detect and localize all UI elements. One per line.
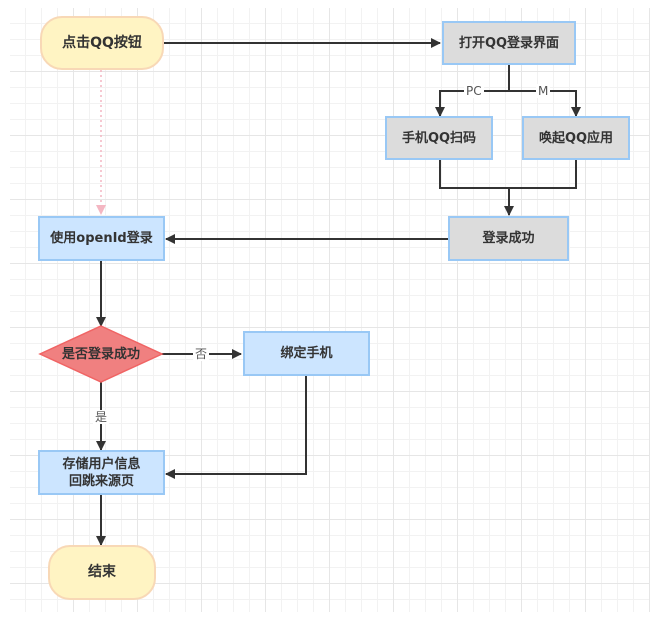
store-info-node[interactable]: 存储用户信息 回跳来源页: [38, 450, 165, 495]
open-login-node[interactable]: 打开QQ登录界面: [442, 21, 576, 65]
edge-label-pc: PC: [464, 84, 484, 98]
edge-bind-phone-to-store: [165, 376, 307, 479]
openid-login-node[interactable]: 使用openId登录: [38, 216, 165, 261]
scan-qr-node[interactable]: 手机QQ扫码: [385, 116, 493, 160]
start-node[interactable]: 点击QQ按钮: [40, 16, 164, 70]
store-info-line1: 存储用户信息: [62, 456, 141, 472]
edge-label-m: M: [536, 84, 551, 98]
edge-label-no: 否: [193, 347, 210, 361]
edge-scan-qr-to-login-success: [439, 160, 577, 189]
bind-phone-node[interactable]: 绑定手机: [243, 331, 370, 376]
edge-label-yes: 是: [93, 410, 110, 424]
login-success-node[interactable]: 登录成功: [448, 216, 569, 261]
decision-label: 是否登录成功: [61, 346, 140, 362]
launch-app-node[interactable]: 唤起QQ应用: [522, 116, 630, 160]
decision-diamond[interactable]: [38, 325, 164, 383]
edge-open-login-to-launch-app: [509, 90, 581, 117]
store-info-line2: 回跳来源页: [68, 473, 134, 489]
canvas-grid: [10, 8, 650, 612]
end-node[interactable]: 结束: [48, 545, 156, 600]
